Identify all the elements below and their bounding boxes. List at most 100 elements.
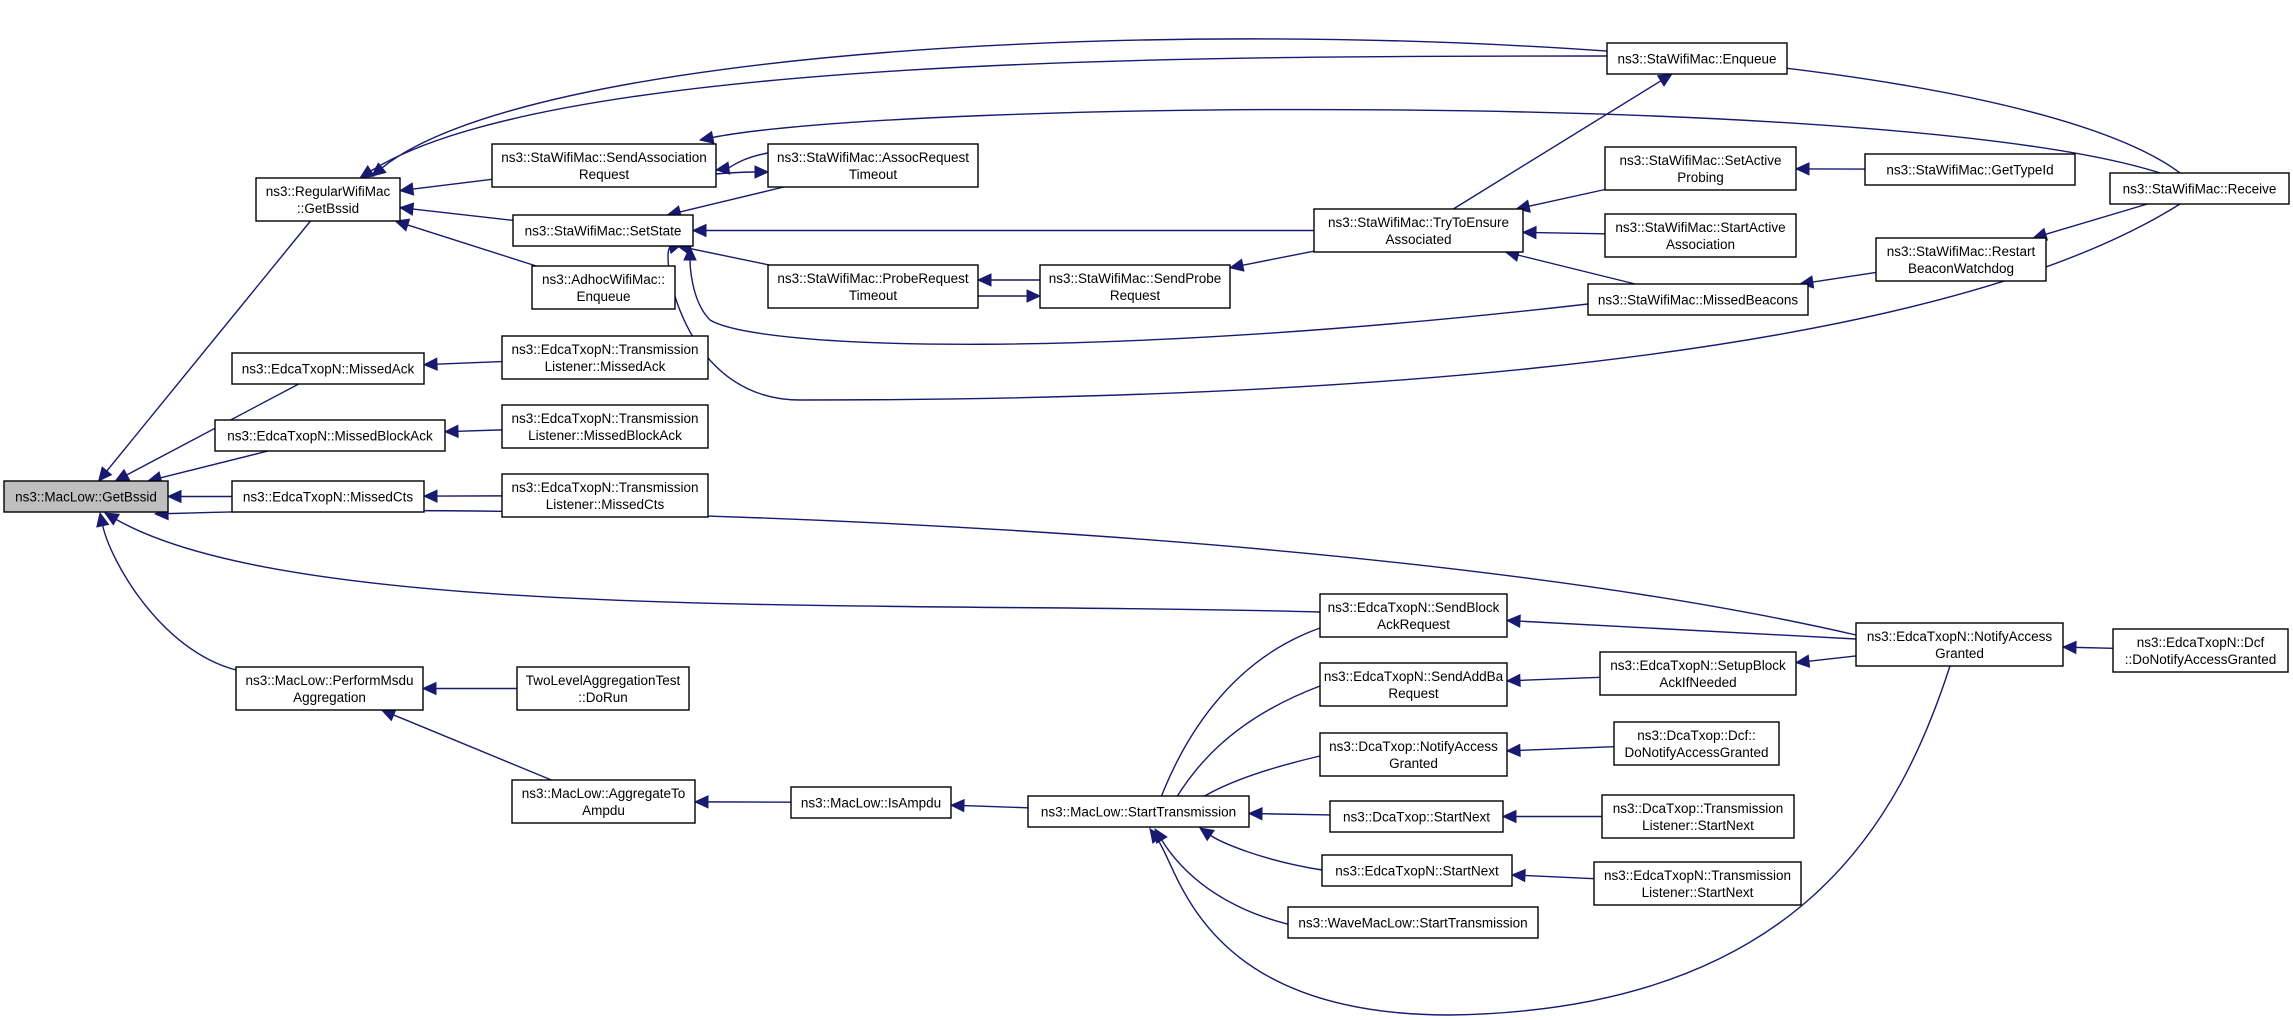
node-box[interactable] xyxy=(1587,283,1809,316)
node-regularwifimac_getbssid[interactable]: ns3::RegularWifiMac::GetBssid xyxy=(255,177,401,222)
node-tl_missedblockack[interactable]: ns3::EdcaTxopN::TransmissionListener::Mi… xyxy=(501,404,709,449)
node-dca_notify[interactable]: ns3::DcaTxop::NotifyAccessGranted xyxy=(1319,732,1508,777)
node-label: ns3::DcaTxop::StartNext xyxy=(1343,810,1490,825)
edge-line xyxy=(711,108,2161,174)
arrow-head-icon xyxy=(693,795,709,809)
arrow-head-icon xyxy=(398,182,415,196)
node-box[interactable] xyxy=(767,143,979,188)
edge-line xyxy=(411,178,493,190)
node-box[interactable] xyxy=(231,352,425,385)
node-box[interactable] xyxy=(1027,795,1250,828)
node-box[interactable] xyxy=(767,264,979,309)
node-box[interactable] xyxy=(1319,593,1508,638)
node-dca_tl_startnext[interactable]: ns3::DcaTxop::TransmissionListener::Star… xyxy=(1601,794,1795,839)
arrow-head-icon xyxy=(1501,809,1517,824)
node-label: ns3::EdcaTxopN::Transmission xyxy=(1604,868,1791,883)
node-box[interactable] xyxy=(501,473,709,518)
node-edca_startnext[interactable]: ns3::EdcaTxopN::StartNext xyxy=(1321,854,1513,887)
node-box[interactable] xyxy=(1604,213,1797,258)
node-box[interactable] xyxy=(501,404,709,449)
node-box[interactable] xyxy=(1613,721,1780,766)
node-box[interactable] xyxy=(511,779,696,824)
node-box[interactable] xyxy=(1319,732,1508,777)
node-tl_missedcts[interactable]: ns3::EdcaTxopN::TransmissionListener::Mi… xyxy=(501,473,709,518)
node-label: ns3::AdhocWifiMac:: xyxy=(542,272,665,287)
node-wave_starttx[interactable]: ns3::WaveMacLow::StartTransmission xyxy=(1287,906,1539,939)
node-box[interactable] xyxy=(512,214,694,247)
node-tl_missedack[interactable]: ns3::EdcaTxopN::TransmissionListener::Mi… xyxy=(501,335,709,380)
node-label: ns3::StaWifiMac::SendProbe xyxy=(1049,271,1222,286)
node-box[interactable] xyxy=(1864,153,2076,186)
node-label: ns3::StaWifiMac::Receive xyxy=(2123,182,2277,197)
node-box[interactable] xyxy=(501,335,709,380)
node-box[interactable] xyxy=(1329,800,1504,833)
node-box[interactable] xyxy=(231,480,425,513)
node-edca_notify[interactable]: ns3::EdcaTxopN::NotifyAccessGranted xyxy=(1855,622,2064,667)
node-box[interactable] xyxy=(1287,906,1539,939)
arrow-head-icon xyxy=(96,511,110,528)
node-setstate[interactable]: ns3::StaWifiMac::SetState xyxy=(512,214,694,247)
edge-line xyxy=(962,804,1029,809)
node-box[interactable] xyxy=(1593,861,1802,906)
node-staenqueue[interactable]: ns3::StaWifiMac::Enqueue xyxy=(1606,42,1788,75)
node-box[interactable] xyxy=(214,419,446,452)
node-box[interactable] xyxy=(1604,146,1797,191)
node-box[interactable] xyxy=(1601,794,1795,839)
node-receive[interactable]: ns3::StaWifiMac::Receive xyxy=(2109,172,2290,205)
edge-gettypeid-to-setactiveprobing xyxy=(1794,162,1866,176)
node-edca_missedcts[interactable]: ns3::EdcaTxopN::MissedCts xyxy=(231,480,425,513)
node-missedbeacons[interactable]: ns3::StaWifiMac::MissedBeacons xyxy=(1587,283,1809,316)
node-dca_dcf_notify[interactable]: ns3::DcaTxop::Dcf::DoNotifyAccessGranted xyxy=(1613,721,1780,766)
node-label: TwoLevelAggregationTest xyxy=(526,673,681,688)
node-box[interactable] xyxy=(2112,628,2289,673)
edge-setupblockack-to-sendaddba xyxy=(1505,673,1601,688)
node-box[interactable] xyxy=(1855,622,2064,667)
node-box[interactable] xyxy=(1313,208,1524,253)
node-edca_missedblockack[interactable]: ns3::EdcaTxopN::MissedBlockAck xyxy=(214,419,446,452)
node-box[interactable] xyxy=(1606,42,1788,75)
node-getbssid[interactable]: ns3::MacLow::GetBssid xyxy=(3,480,169,513)
edge-receive-to-regularwifimac_getbssid xyxy=(371,38,2181,177)
node-twolevel[interactable]: TwoLevelAggregationTest::DoRun xyxy=(516,666,690,711)
node-edca_tl_startnext[interactable]: ns3::EdcaTxopN::TransmissionListener::St… xyxy=(1593,861,1802,906)
node-box[interactable] xyxy=(1039,264,1231,309)
node-edca_dcf_notify[interactable]: ns3::EdcaTxopN::Dcf::DoNotifyAccessGrant… xyxy=(2112,628,2289,673)
arrow-head-icon xyxy=(1247,806,1263,821)
node-starttx[interactable]: ns3::MacLow::StartTransmission xyxy=(1027,795,1250,828)
node-box[interactable] xyxy=(255,177,401,222)
node-box[interactable] xyxy=(491,143,717,188)
edge-line xyxy=(727,152,769,169)
node-dca_startnext[interactable]: ns3::DcaTxop::StartNext xyxy=(1329,800,1504,833)
node-box[interactable] xyxy=(3,480,169,513)
node-isampdu[interactable]: ns3::MacLow::IsAmpdu xyxy=(790,786,952,819)
node-gettypeid[interactable]: ns3::StaWifiMac::GetTypeId xyxy=(1864,153,2076,186)
node-adhocenqueue[interactable]: ns3::AdhocWifiMac::Enqueue xyxy=(531,265,676,310)
node-box[interactable] xyxy=(1321,854,1513,887)
arrow-head-icon xyxy=(166,489,182,504)
node-box[interactable] xyxy=(531,265,676,310)
node-edca_missedack[interactable]: ns3::EdcaTxopN::MissedAck xyxy=(231,352,425,385)
node-box[interactable] xyxy=(235,666,424,711)
arrow-head-icon xyxy=(114,468,131,482)
node-box[interactable] xyxy=(790,786,952,819)
node-box[interactable] xyxy=(2109,172,2290,205)
node-box[interactable] xyxy=(1875,237,2047,282)
arrow-head-icon xyxy=(1656,73,1673,87)
node-label: ns3::EdcaTxopN::Transmission xyxy=(511,411,698,426)
node-box[interactable] xyxy=(1599,651,1797,696)
node-box[interactable] xyxy=(516,666,690,711)
node-box[interactable] xyxy=(1319,662,1508,707)
